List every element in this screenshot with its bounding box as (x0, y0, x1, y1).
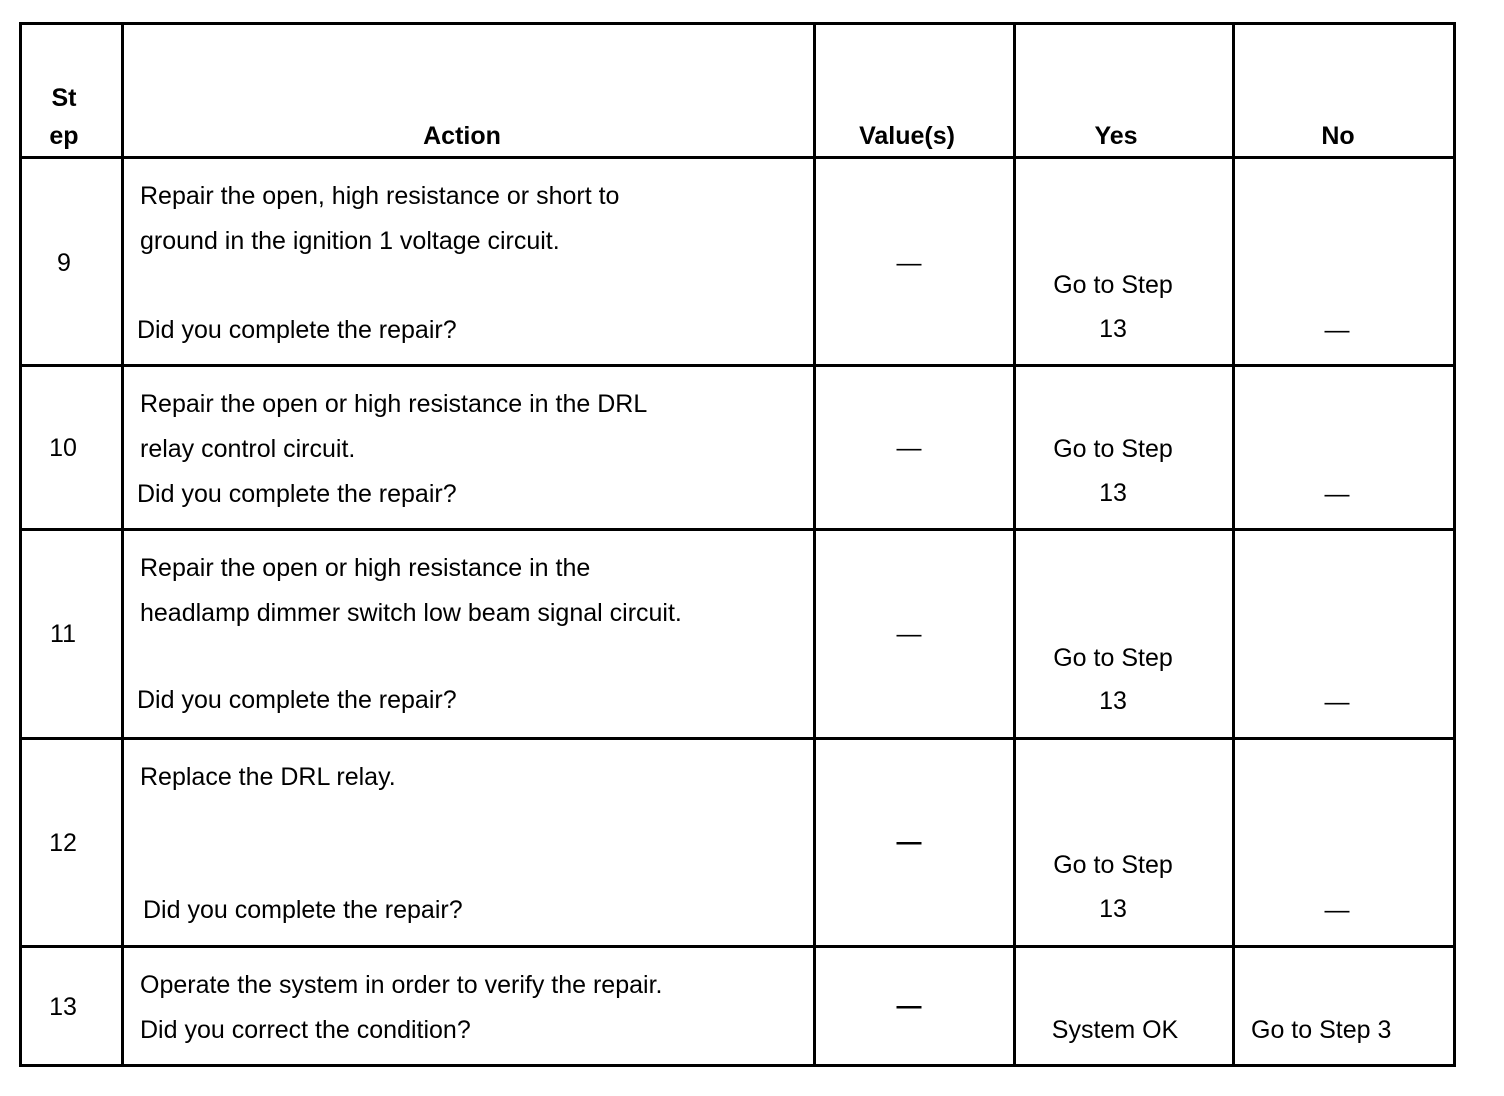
row-divider (19, 737, 1456, 740)
step-number: 12 (49, 829, 77, 857)
yes-cell: Go to Step (1053, 644, 1173, 672)
yes-cell: System OK (1051, 1016, 1179, 1044)
header-action: Action (423, 122, 501, 150)
column-divider (1013, 22, 1016, 1067)
action-text: ground in the ignition 1 voltage circuit… (140, 227, 560, 255)
value-cell: — (896, 249, 922, 277)
value-cell: — (896, 434, 922, 462)
yes-cell: 13 (1099, 315, 1127, 343)
header-step-line2: ep (49, 122, 79, 150)
action-question: Did you complete the repair? (137, 480, 457, 508)
step-number: 10 (49, 434, 77, 462)
yes-cell: Go to Step (1053, 271, 1173, 299)
no-cell: — (1324, 688, 1350, 716)
yes-cell: Go to Step (1053, 435, 1173, 463)
step-number: 13 (49, 993, 77, 1021)
action-question: Did you correct the condition? (140, 1016, 471, 1044)
column-divider (121, 22, 124, 1067)
step-number: 11 (50, 620, 76, 648)
yes-cell: 13 (1099, 479, 1127, 507)
no-cell: — (1324, 316, 1350, 344)
row-divider (19, 528, 1456, 531)
column-divider (1453, 22, 1456, 1067)
value-cell: — (896, 620, 922, 648)
table-frame (19, 22, 1456, 1067)
action-text: relay control circuit. (140, 435, 356, 463)
row-divider (19, 156, 1456, 159)
header-yes: Yes (1094, 122, 1138, 150)
step-number: 9 (57, 249, 71, 277)
no-cell: — (1324, 896, 1350, 924)
action-text: headlamp dimmer switch low beam signal c… (140, 599, 682, 627)
header-step-line1: St (51, 84, 77, 112)
action-question: Did you complete the repair? (137, 316, 457, 344)
action-text: Repair the open or high resistance in th… (140, 554, 591, 582)
action-text: Operate the system in order to verify th… (140, 971, 663, 999)
column-divider (1232, 22, 1235, 1067)
action-text: Repair the open or high resistance in th… (140, 390, 648, 418)
value-cell: — (896, 992, 922, 1020)
action-text: Replace the DRL relay. (140, 763, 396, 791)
yes-cell: 13 (1099, 895, 1127, 923)
column-divider (813, 22, 816, 1067)
action-text: Repair the open, high resistance or shor… (140, 182, 620, 210)
yes-cell: 13 (1099, 687, 1127, 715)
action-question: Did you complete the repair? (137, 686, 457, 714)
value-cell: — (896, 828, 922, 856)
no-cell: — (1324, 480, 1350, 508)
yes-cell: Go to Step (1053, 851, 1173, 879)
row-divider (19, 945, 1456, 948)
no-cell: Go to Step 3 (1251, 1016, 1392, 1044)
row-divider (19, 1064, 1456, 1067)
header-no: No (1321, 122, 1355, 150)
row-divider (19, 364, 1456, 367)
header-values: Value(s) (859, 122, 955, 150)
action-question: Did you complete the repair? (143, 896, 463, 924)
